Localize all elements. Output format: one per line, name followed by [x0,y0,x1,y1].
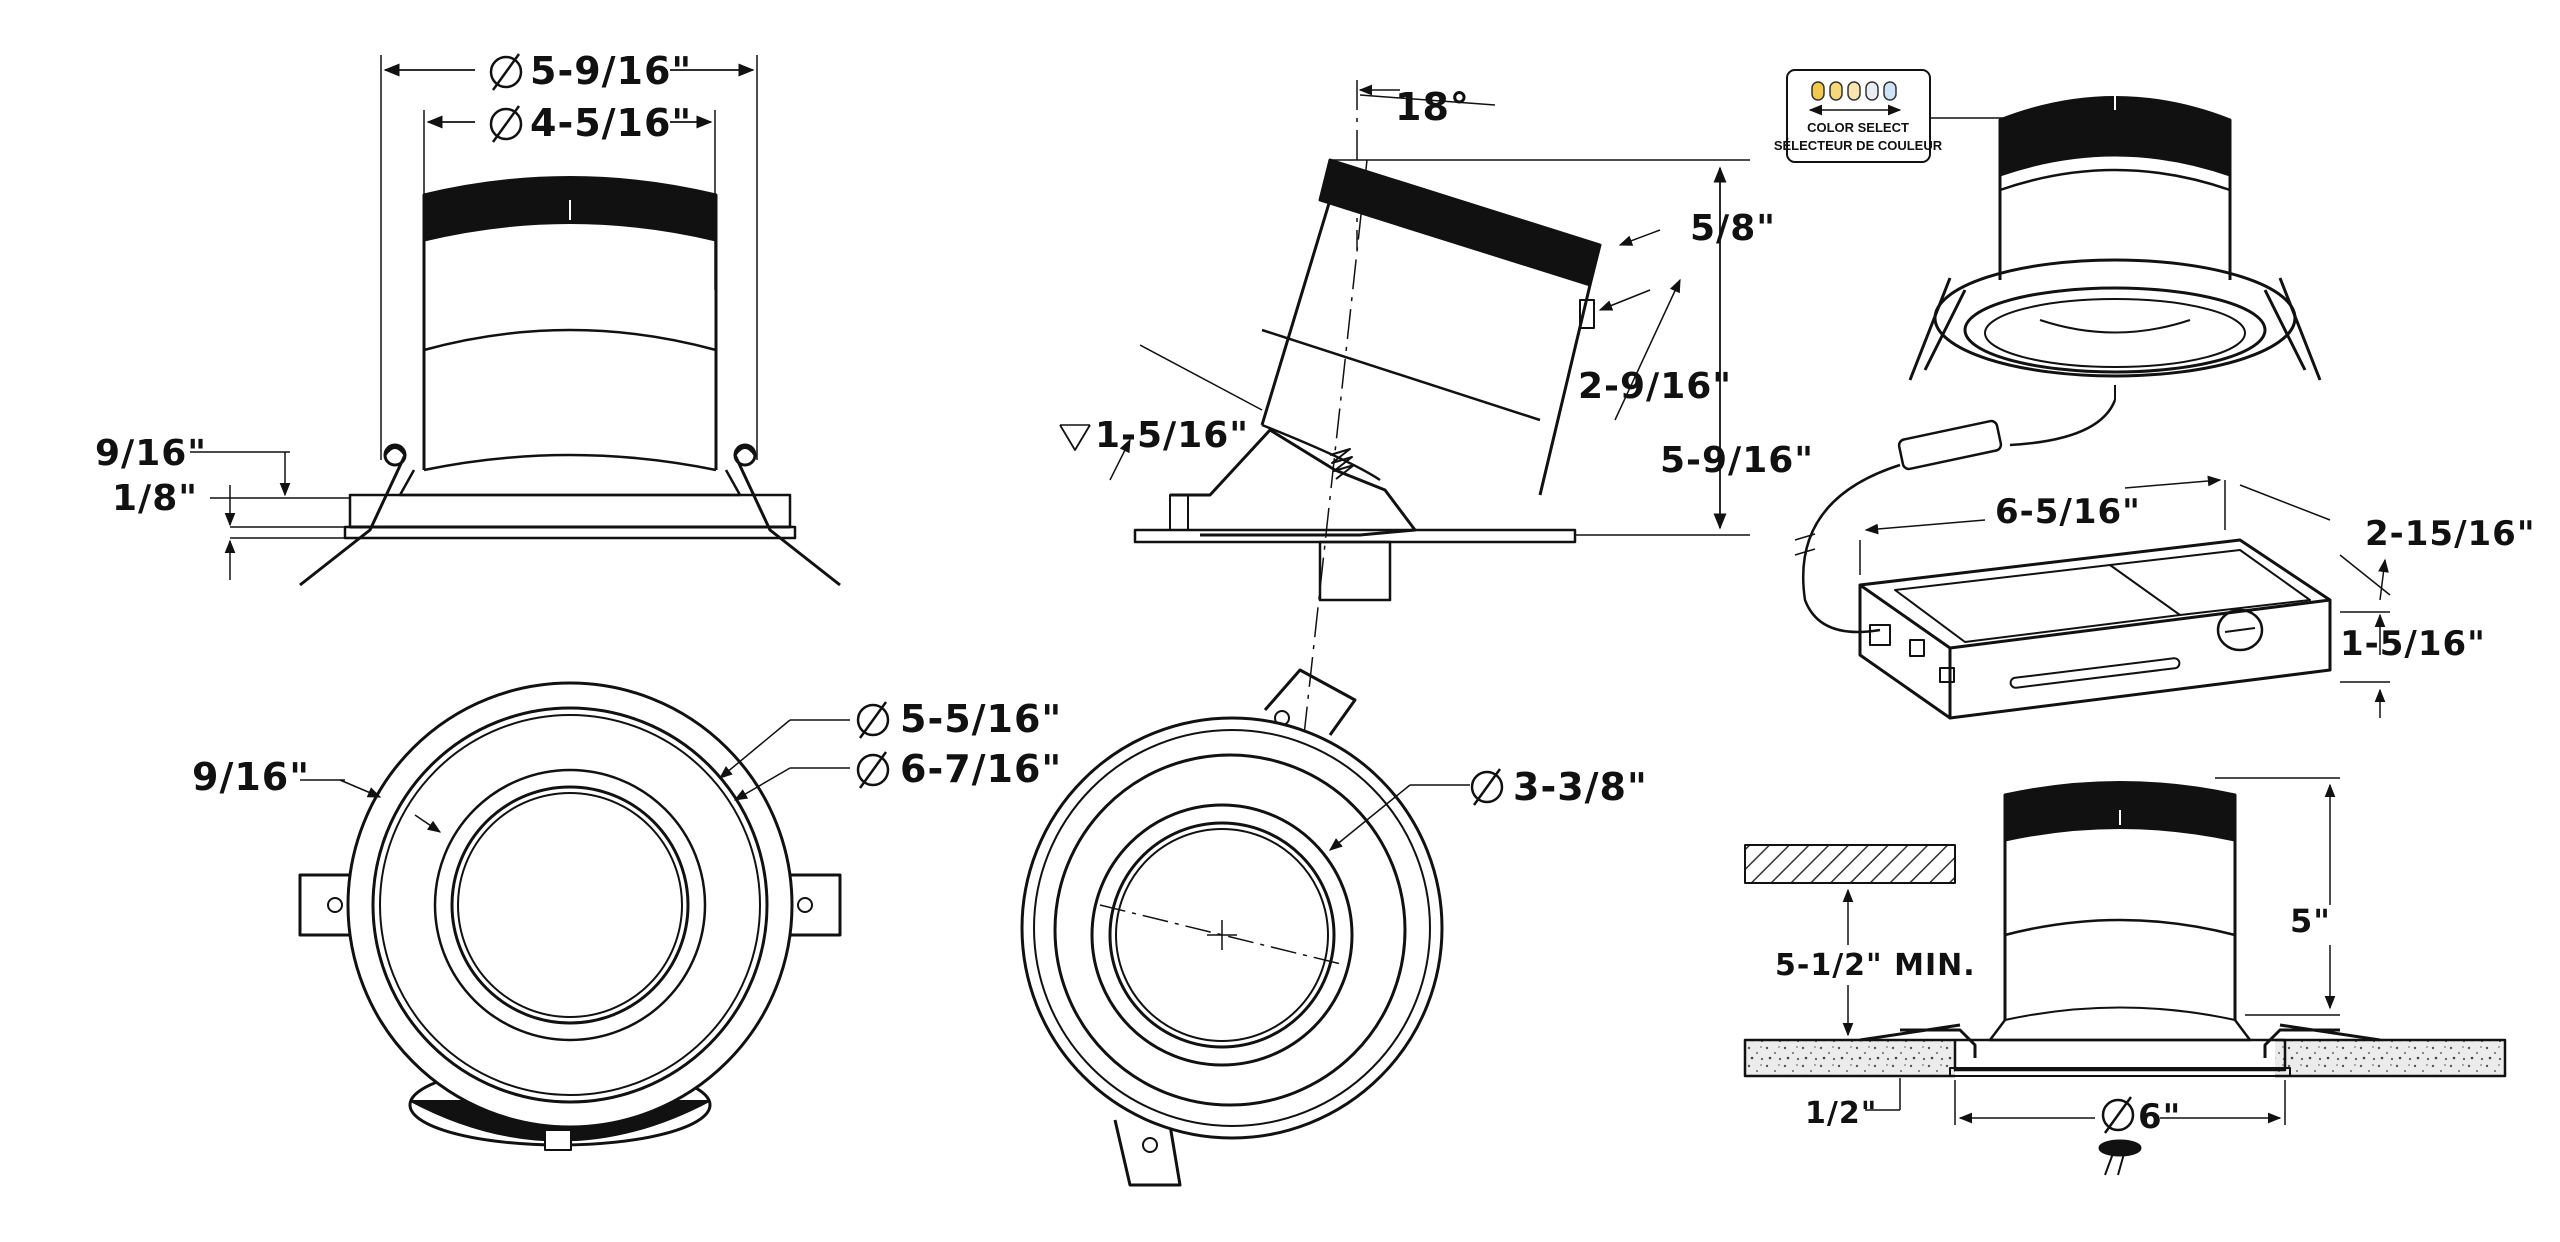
tilt-view [1059,80,1750,1001]
ceiling-thickness: 1/2" [1805,1096,1877,1131]
junction-box [1858,475,2391,720]
side-inner-diameter: 4-5/16" [530,101,692,145]
side-view [190,53,841,587]
side-flange-gap: 9/16" [95,433,207,474]
jbox-height: 1-5/16" [2340,624,2486,664]
aperture-diameter: 3-3/8" [1513,765,1648,809]
install-height: 5" [2290,902,2331,940]
color-select-title: COLOR SELECT [1807,120,1909,135]
jbox-length: 6-5/16" [1995,492,2141,532]
labels: 5-9/16" 4-5/16" 9/16" 1/8" 18° 5/8" 2-9/… [95,49,2536,1137]
swatch [1847,81,1861,101]
side-outer-diameter: 5-9/16" [530,49,692,93]
bottom-outer-ring: 6-7/16" [900,747,1062,791]
swatch [1883,81,1897,101]
tilt-angle: 18° [1395,85,1470,129]
install-clearance: 5-1/2" MIN. [1775,948,1976,983]
bottom-rim-width: 9/16" [192,755,310,799]
tilt-lower-height: 1-5/16" [1095,415,1249,456]
side-flange-thickness: 1/8" [112,478,198,519]
installation-view [1743,777,2507,1176]
color-select-subtitle: SÉLECTEUR DE COULEUR [1774,138,1943,153]
tilt-top-offset: 5/8" [1690,208,1776,249]
iso-luminaire [1794,95,2322,634]
bottom-inner-ring: 5-5/16" [900,697,1062,741]
swatch [1865,81,1879,101]
bottom-view-right [1020,668,1504,1187]
jbox-width: 2-15/16" [2365,514,2536,554]
color-select-panel [1786,69,2005,163]
bottom-view-left [298,681,890,1151]
tilt-overall-height: 5-9/16" [1660,440,1814,481]
swatch [1811,81,1825,101]
color-swatches [1808,81,1902,116]
cutout-diameter: 6" [2138,1097,2181,1137]
tilt-body-depth: 2-9/16" [1578,366,1732,407]
swatch [1829,81,1843,101]
